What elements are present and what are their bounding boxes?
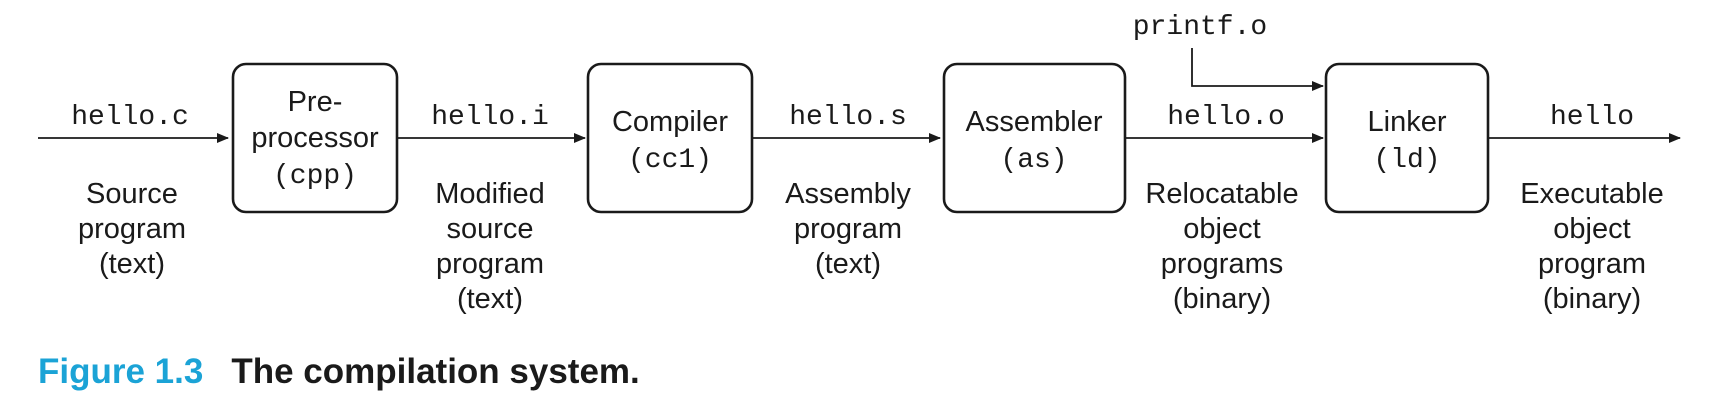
assembler-command: (as) [1000,145,1067,176]
linker-label: Linker [1368,106,1447,138]
compiler-box [586,62,754,214]
preprocessor-box [231,62,399,214]
file-hello-i: hello.i [431,102,549,133]
desc-source-line2: program [78,213,186,245]
preprocessor-command: (cpp) [273,161,357,192]
figure-title: The compilation system. [231,352,640,391]
file-printf-o: printf.o [1133,12,1267,43]
linker-box [1324,62,1490,214]
desc-relocatable-line1: Relocatable [1145,178,1298,210]
arrow-printf-o [1191,48,1324,91]
desc-relocatable-line3: programs [1161,248,1284,280]
desc-source-line3: (text) [99,248,165,280]
figure-caption: Figure 1.3 The compilation system. [38,352,640,392]
desc-executable-line4: (binary) [1543,283,1641,315]
compilation-diagram: Pre- processor (cpp) Compiler (cc1) Asse… [38,12,1681,315]
desc-assembly-line2: program [794,213,902,245]
file-hello-c: hello.c [71,102,189,133]
desc-modified-line1: Modified [435,178,545,210]
desc-relocatable-line2: object [1183,213,1260,245]
desc-modified-line3: program [436,248,544,280]
assembler-label: Assembler [966,106,1103,138]
file-hello: hello [1550,102,1634,133]
desc-source-line1: Source [86,178,178,210]
desc-executable-line2: object [1553,213,1630,245]
desc-modified-line4: (text) [457,283,523,315]
preprocessor-label-line1: Pre- [288,86,343,118]
file-hello-o: hello.o [1167,102,1285,133]
file-hello-s: hello.s [789,102,907,133]
desc-executable-line3: program [1538,248,1646,280]
desc-executable-line1: Executable [1520,178,1664,210]
preprocessor-label-line2: processor [251,122,379,154]
desc-modified-line2: source [446,213,533,245]
compiler-label: Compiler [612,106,728,138]
desc-assembly-line1: Assembly [785,178,911,210]
figure-number: Figure 1.3 [38,352,204,391]
desc-relocatable-line4: (binary) [1173,283,1271,315]
assembler-box [942,62,1127,214]
linker-command: (ld) [1373,145,1440,176]
compiler-command: (cc1) [628,145,712,176]
desc-assembly-line3: (text) [815,248,881,280]
